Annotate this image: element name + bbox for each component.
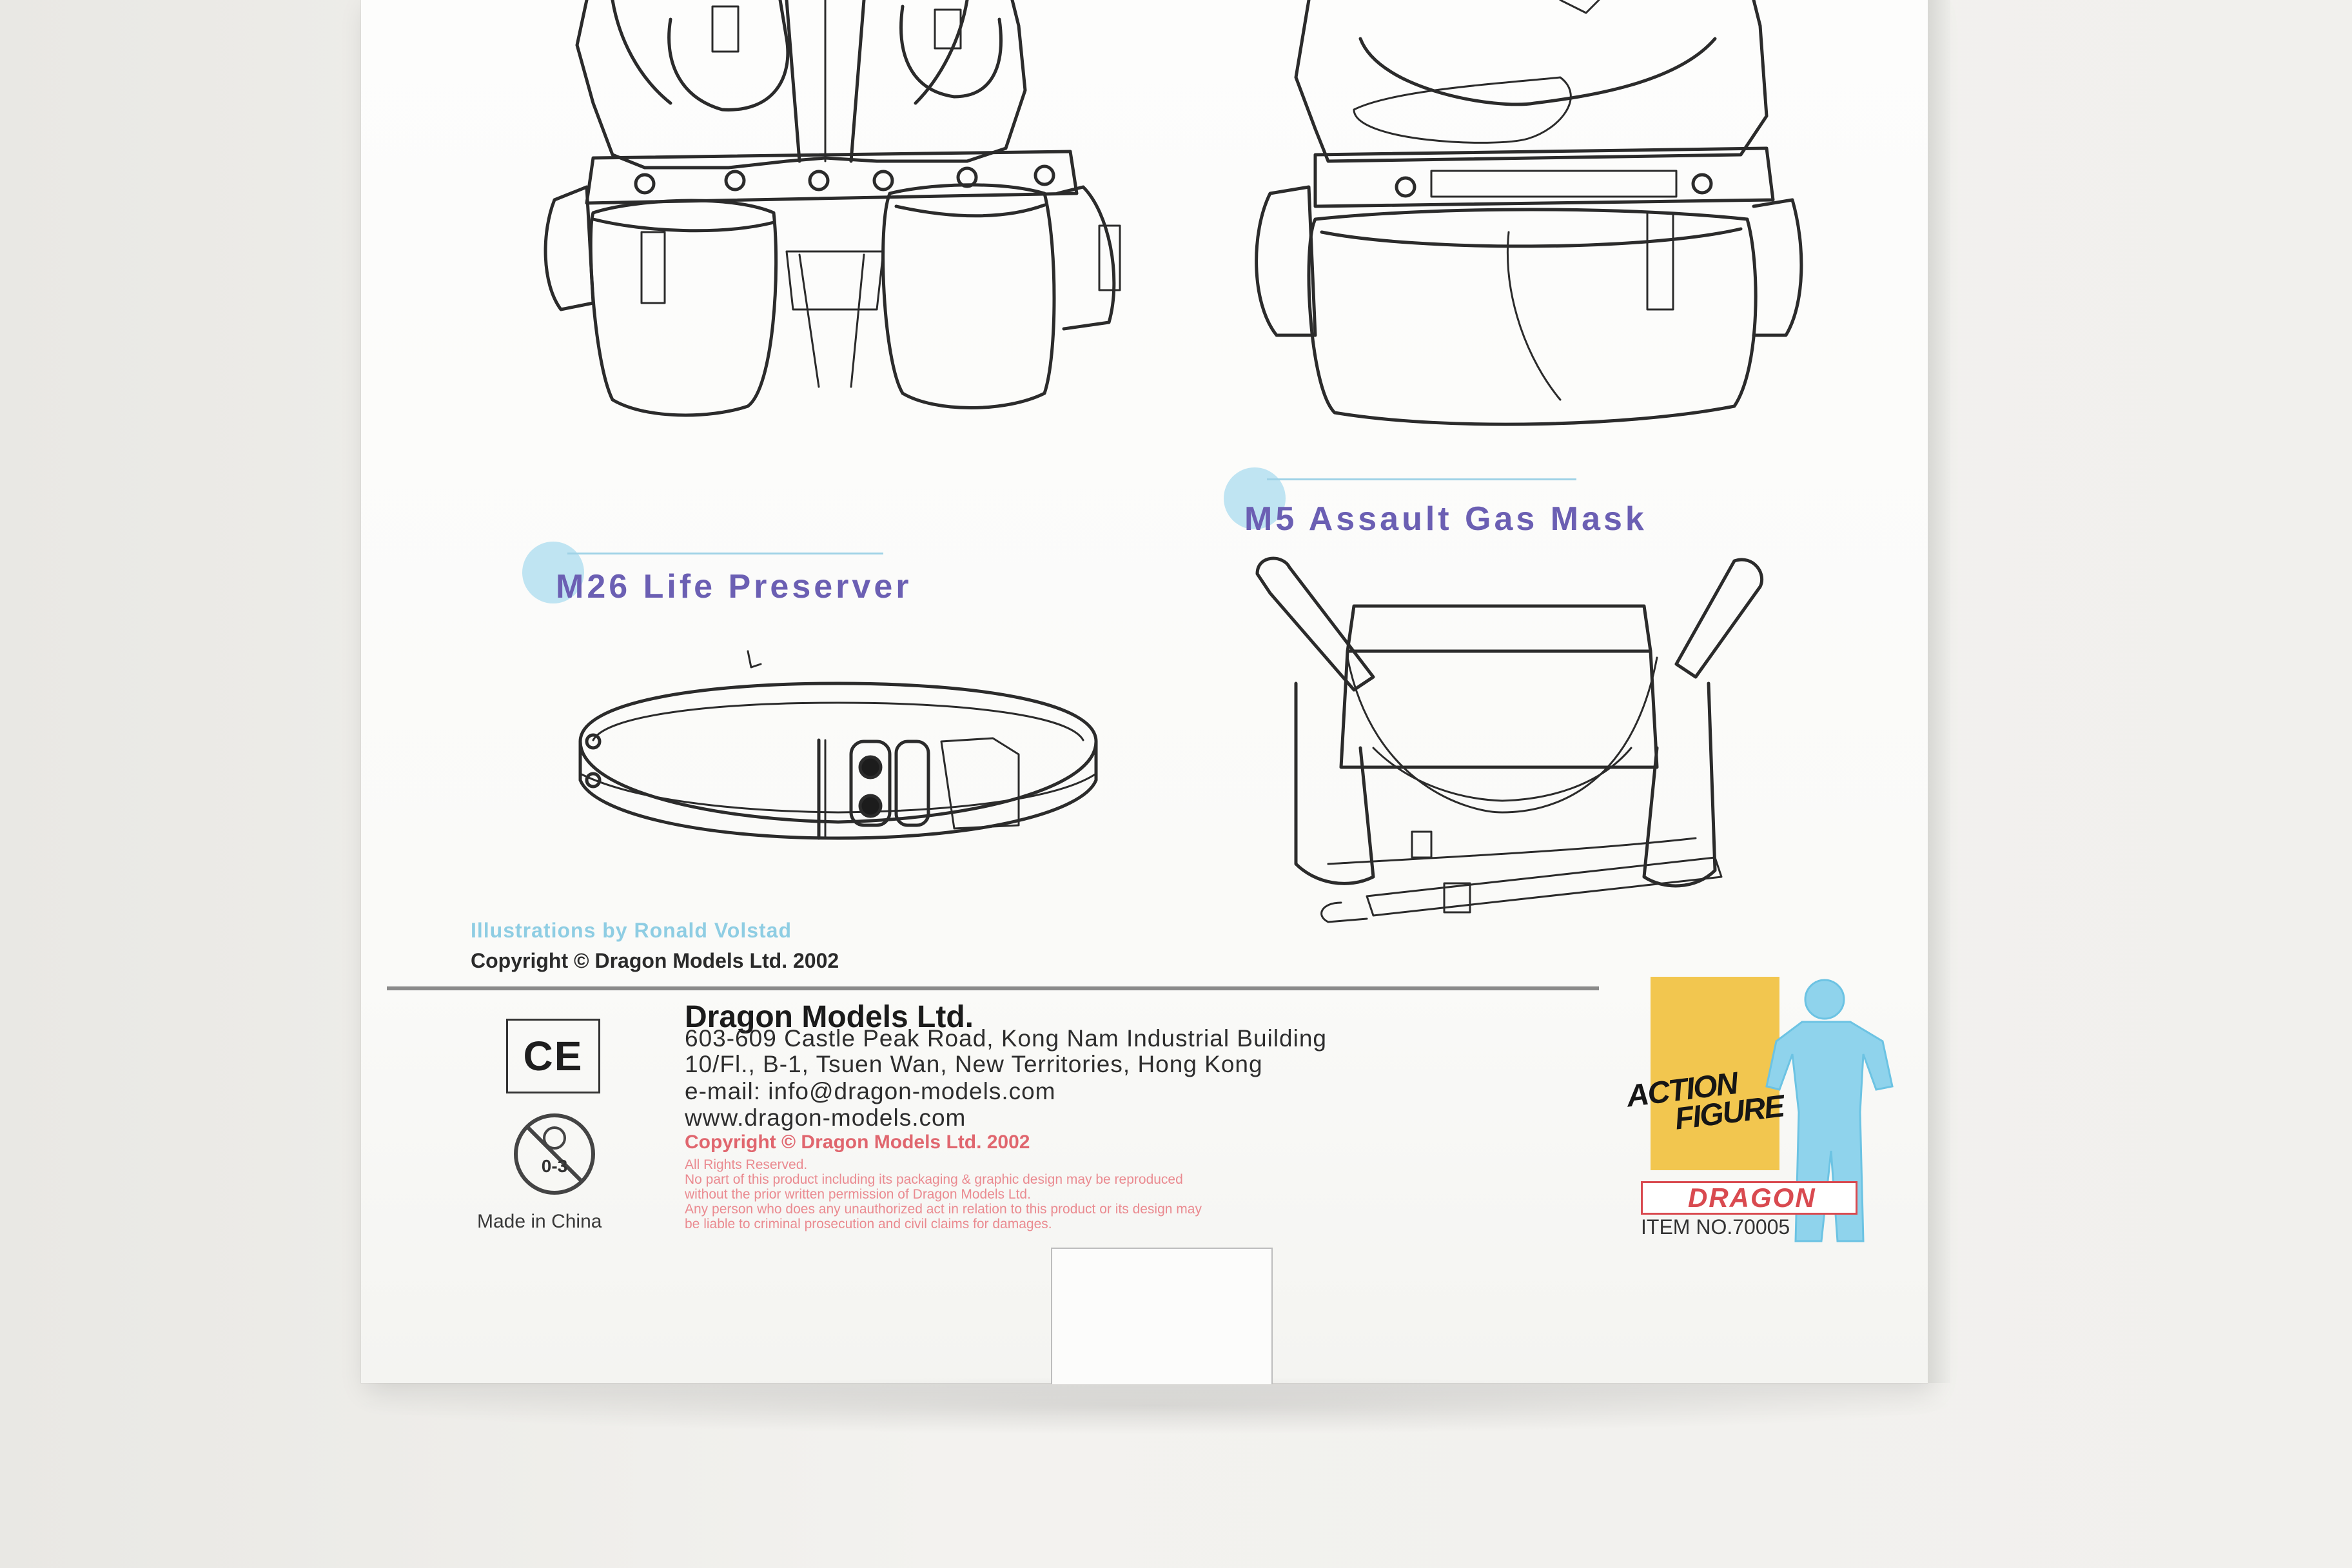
legal-notice-3: Any person who does any unauthorized act…	[685, 1202, 1202, 1217]
legal-notice-1: No part of this product including its pa…	[685, 1172, 1183, 1187]
vest-back-illustration	[1255, 0, 1803, 426]
section-divider	[387, 986, 1599, 990]
action-figure-logo-icon	[1651, 977, 1779, 1170]
item-number: ITEM NO.70005	[1641, 1215, 1790, 1239]
title-bullet-icon	[1224, 467, 1286, 529]
no-small-children-icon: 0-3	[514, 1113, 595, 1195]
illustration-copyright: Copyright © Dragon Models Ltd. 2002	[471, 949, 839, 972]
company-website: www.dragon-models.com	[685, 1104, 966, 1131]
dragon-logo-icon: DRAGON	[1641, 1181, 1857, 1215]
company-name: Dragon Models Ltd.	[685, 1000, 974, 1034]
title-bullet-icon	[522, 542, 584, 603]
card-shadow	[335, 1377, 1973, 1435]
illustrator-credit: Illustrations by Ronald Volstad	[471, 919, 792, 942]
life-preserver-title: M26 Life Preserver	[556, 568, 912, 605]
title-underline	[567, 553, 883, 554]
gas-mask-illustration	[1255, 556, 1764, 923]
gas-mask-title: M5 Assault Gas Mask	[1244, 500, 1647, 538]
card-edge	[1928, 0, 1950, 1383]
vest-front-illustration	[544, 0, 1121, 417]
address-line-2: 10/Fl., B-1, Tsuen Wan, New Territories,…	[685, 1051, 1263, 1077]
hang-tab	[1051, 1248, 1273, 1384]
ce-mark-icon: CE	[506, 1019, 600, 1093]
company-copyright: Copyright © Dragon Models Ltd. 2002	[685, 1132, 1030, 1153]
legal-notice-2: without the prior written permission of …	[685, 1187, 1031, 1202]
title-underline	[1267, 478, 1576, 480]
address-line-1: 603-609 Castle Peak Road, Kong Nam Indus…	[685, 1025, 1328, 1052]
rights-reserved: All Rights Reserved.	[685, 1157, 808, 1172]
made-in-label: Made in China	[477, 1211, 602, 1232]
age-warning-label: 0-3	[542, 1156, 567, 1176]
dragon-logo-text: DRAGON	[1688, 1182, 1816, 1213]
company-email: e-mail: info@dragon-models.com	[685, 1078, 1056, 1104]
legal-notice-4: be liable to criminal prosecution and ci…	[685, 1217, 1052, 1231]
life-preserver-illustration	[578, 650, 1098, 840]
